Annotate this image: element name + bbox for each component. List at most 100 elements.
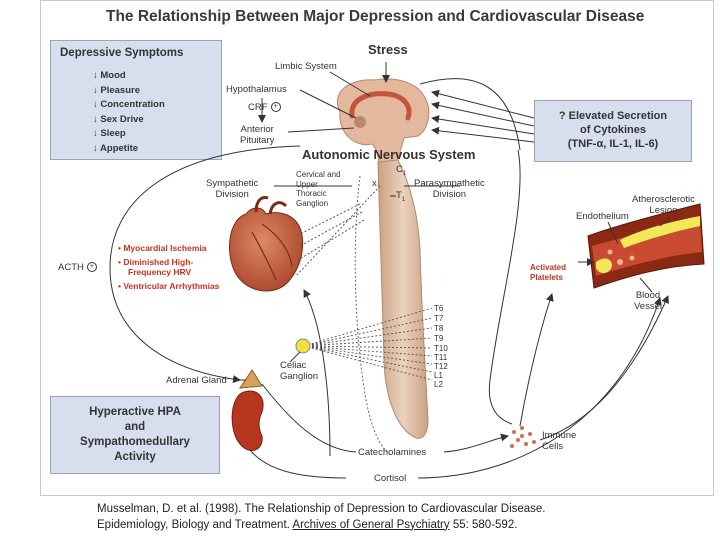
brain-cytokine-loop	[419, 78, 521, 151]
vessel-line-2: Vessel	[634, 301, 662, 312]
effect-diminished-hrv: • Diminished High-	[118, 256, 194, 267]
cardiac-effects-list: • Myocardial Ischemia • Diminished High-…	[118, 243, 219, 291]
x-mark-label: x	[372, 178, 377, 189]
cytokine-arrow-2	[431, 101, 535, 127]
citation-line-2-post: 55: 580-592.	[449, 518, 518, 531]
spinal-level-t11: T11	[434, 353, 448, 362]
crf-label: CRF	[248, 102, 268, 113]
celiac-ganglion-icon	[295, 338, 311, 354]
parasympathetic-line-1: Parasympathetic	[414, 178, 485, 189]
heart-icon	[229, 196, 304, 292]
cervical-line-2: Upper	[296, 179, 318, 189]
depressive-symptoms-box: Depressive Symptoms ↓ Mood ↓ Pleasure ↓ …	[50, 40, 222, 160]
anterior-pituitary-line-1: Anterior	[240, 124, 274, 135]
activated-platelets-label: Activated Platelets	[530, 263, 566, 282]
kidney-icon	[231, 390, 264, 451]
adrenal-gland-label: Adrenal Gland	[166, 375, 227, 386]
cardiac-nerve-lines	[295, 185, 381, 277]
c1-subscript: 1	[402, 170, 407, 177]
endothelium-pointer	[607, 221, 619, 245]
symptom-mood: ↓ Mood	[93, 70, 126, 81]
hpa-line-1: Hyperactive HPA	[89, 406, 181, 418]
effect-myocardial-ischemia: • Myocardial Ischemia	[118, 243, 207, 253]
cervical-ganglion-label: Cervical and Upper Thoracic Ganglion	[296, 170, 340, 208]
catecholamines-label: Catecholamines	[358, 447, 427, 458]
immune-cells-icon	[510, 426, 536, 448]
stress-label: Stress	[368, 42, 408, 57]
effect-myocardial-ischemia-text: Myocardial Ischemia	[123, 243, 207, 253]
hpa-activity-box: Hyperactive HPA and Sympathomedullary Ac…	[50, 396, 220, 474]
symptom-sex-drive: ↓ Sex Drive	[93, 113, 144, 125]
cervical-line-1: Cervical and	[296, 170, 341, 179]
effect-diminished-hrv-text-2: Frequency HRV	[128, 267, 192, 277]
plus-icon: +	[270, 102, 281, 113]
blood-vessel-label: Blood Vessel	[634, 290, 662, 312]
sympathetic-line-1: Sympathetic	[206, 178, 259, 189]
immune-line-2: Cells	[542, 441, 564, 452]
t1-letter: T	[396, 190, 402, 201]
acth-label: ACTH	[58, 262, 84, 273]
effect-diminished-hrv-cont: Frequency HRV	[118, 267, 219, 278]
diagram-title: The Relationship Between Major Depressio…	[106, 8, 645, 25]
spinal-level-t6: T6	[434, 304, 444, 313]
immune-to-vessel	[539, 295, 669, 441]
t1-label: T1	[396, 190, 405, 206]
c1-label: C1	[396, 164, 406, 180]
effect-diminished-hrv-text-1: Diminished High-	[123, 256, 194, 267]
symptom-pleasure: ↓ Pleasure	[93, 84, 140, 96]
cervical-line-3: Thoracic	[296, 189, 327, 198]
catecholamine-to-heart	[303, 289, 331, 457]
spinal-level-t10: T10	[434, 344, 448, 353]
depressive-symptoms-list: ↓ Mood ↓ Pleasure ↓ Concentration ↓ Sex …	[93, 69, 165, 156]
immune-to-platelets	[519, 293, 554, 427]
celiac-pointer	[289, 351, 301, 363]
cytokines-box: ? Elevated Secretion of Cytokines (TNF-α…	[534, 100, 692, 162]
blood-vessel-icon	[587, 203, 705, 289]
cortisol-label: Cortisol	[374, 473, 407, 484]
spinal-level-t7: T7	[434, 314, 444, 323]
cytokine-arrow-3	[431, 115, 535, 135]
celiac-line-2: Ganglion	[280, 371, 319, 382]
hpa-line-4: Activity	[114, 451, 156, 463]
celiac-ganglion-label: Celiac Ganglion	[280, 360, 318, 382]
symptom-appetite: ↓ Appetite	[93, 142, 139, 154]
citation-line-2: Epidemiology, Biology and Treatment. Arc…	[97, 518, 546, 534]
cortisol-line-left	[249, 449, 347, 479]
spinal-level-l1: L1	[434, 371, 443, 380]
cytokines-line-1: ? Elevated Secretion	[558, 110, 668, 122]
limbic-system-label: Limbic System	[275, 61, 337, 72]
lesion-line-2: Lesion	[649, 205, 678, 216]
immune-cytokine-loop	[488, 149, 521, 425]
cytokine-arrow-4	[431, 126, 535, 143]
immune-cells-label: Immune Cells	[542, 430, 576, 452]
platelets-line-2: Platelets	[530, 272, 563, 282]
spinal-level-t8: T8	[434, 324, 444, 333]
lesion-pointer	[659, 217, 671, 227]
cytokines-line-3: (TNF-α, IL-1, IL-6)	[567, 138, 659, 150]
endothelium-label: Endothelium	[576, 211, 629, 222]
hypothalamus-label: Hypothalamus	[226, 84, 287, 95]
cytokines-line-2: of Cytokines	[579, 124, 646, 136]
ans-label: Autonomic Nervous System	[302, 147, 476, 162]
citation: Musselman, D. et al. (1998). The Relatio…	[97, 502, 546, 533]
adrenal-gland-icon	[239, 369, 263, 389]
catecholamine-line-right	[443, 433, 509, 453]
citation-line-1: Musselman, D. et al. (1998). The Relatio…	[97, 503, 546, 515]
hypothalamus-pointer	[299, 89, 357, 119]
symptom-sleep: ↓ Sleep	[93, 128, 126, 139]
spinal-level-t9: T9	[434, 334, 444, 343]
catecholamine-line-left	[261, 383, 357, 453]
plus-icon: +	[86, 262, 97, 273]
symptom-concentration: ↓ Concentration	[93, 99, 165, 110]
acth-path	[109, 145, 301, 384]
depressive-symptoms-heading: Depressive Symptoms	[60, 47, 184, 59]
celiac-nerve-rays	[303, 307, 433, 381]
atherosclerotic-lesion-label: Atherosclerotic Lesion	[632, 194, 695, 216]
immune-line-1: Immune	[542, 430, 577, 441]
limbic-pointer	[329, 71, 371, 97]
sympathetic-line-2: Division	[215, 189, 249, 200]
celiac-line-1: Celiac	[280, 360, 307, 371]
spinal-level-l2: L2	[434, 380, 443, 389]
t1-subscript: 1	[401, 196, 406, 203]
